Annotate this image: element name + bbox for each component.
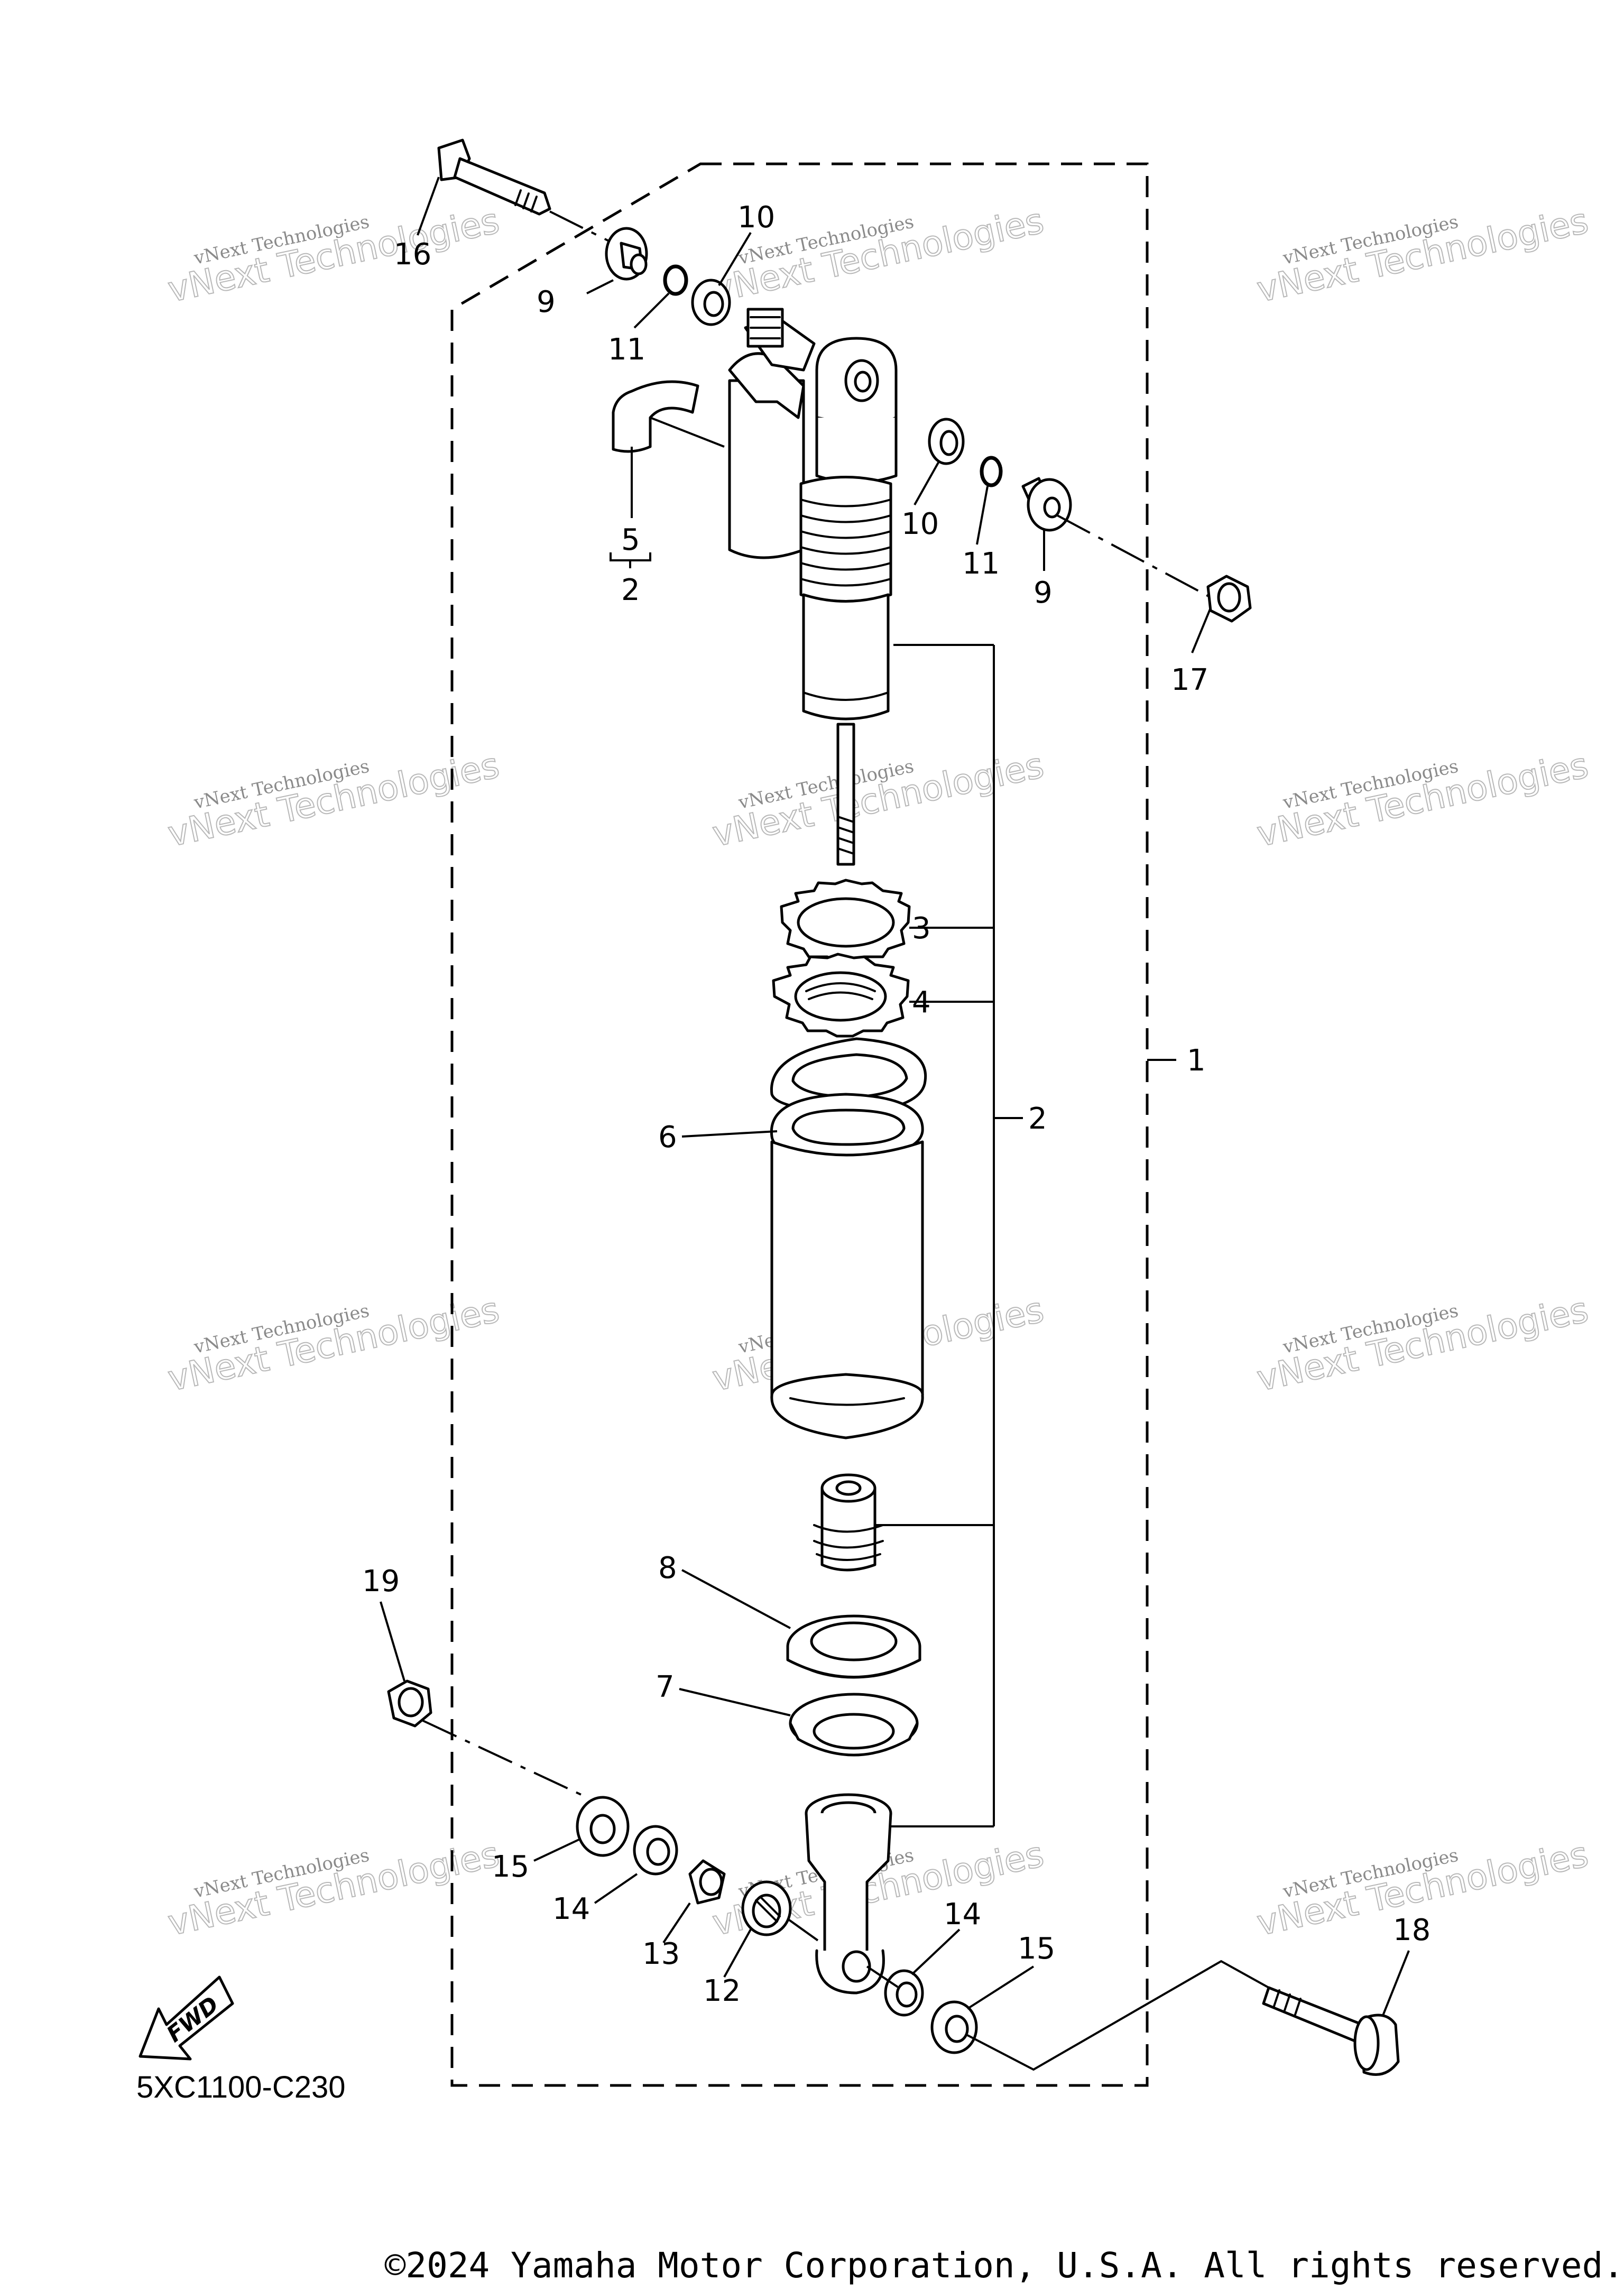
shock-spring-preload-coils bbox=[799, 476, 892, 603]
lower-eye bbox=[805, 1793, 892, 1994]
callout-2-sub: 2 bbox=[621, 573, 640, 607]
lock-ring-nut-4 bbox=[772, 953, 910, 1038]
inner-collar-13 bbox=[688, 1859, 726, 1905]
callout-5: 5 bbox=[621, 523, 640, 557]
assembly-boundary bbox=[450, 162, 1149, 2087]
fwd-arrow-icon: FWD bbox=[139, 1975, 234, 2061]
watermark: vNext Technologies vNext Technologies bbox=[1253, 744, 1592, 855]
callout-7: 7 bbox=[656, 1670, 675, 1704]
lower-nut-19 bbox=[387, 1679, 432, 1728]
bearing-12 bbox=[741, 1880, 792, 1936]
left-collar-15 bbox=[576, 1796, 630, 1857]
shock-piston-rod bbox=[836, 723, 855, 866]
shock-reservoir bbox=[728, 308, 816, 559]
callout-9: 9 bbox=[1034, 576, 1053, 610]
right-collar-15 bbox=[930, 2000, 978, 2054]
callout-17: 17 bbox=[1171, 663, 1208, 697]
callout-18: 18 bbox=[1393, 1913, 1431, 1947]
callout-10: 10 bbox=[737, 200, 775, 235]
callout-15: 15 bbox=[1018, 1932, 1055, 1966]
callout-13: 13 bbox=[642, 1937, 680, 1971]
shock-eye-top bbox=[815, 337, 898, 484]
callout-14: 14 bbox=[944, 1897, 981, 1932]
leader-lines bbox=[380, 177, 1410, 2017]
right-collar-9 bbox=[1021, 477, 1072, 532]
callout-14: 14 bbox=[552, 1892, 590, 1926]
callout-19: 19 bbox=[362, 1564, 400, 1599]
top-oring-11 bbox=[663, 264, 688, 296]
lower-bolt-path bbox=[967, 1960, 1269, 2071]
top-bushing-10 bbox=[691, 279, 731, 326]
callout-15: 15 bbox=[492, 1850, 529, 1884]
top-bolt bbox=[437, 138, 551, 216]
lower-bolt-18 bbox=[1262, 1986, 1400, 2076]
right-seal-14 bbox=[884, 1969, 924, 2017]
diagram-code: 5XC1100-C230 bbox=[136, 2070, 346, 2104]
spring-guide-7 bbox=[789, 1693, 919, 1757]
callout-3: 3 bbox=[912, 911, 931, 946]
copyright-notice: ©2024 Yamaha Motor Corporation, U.S.A. A… bbox=[384, 2245, 1624, 2286]
callout-11: 11 bbox=[962, 547, 1000, 581]
callout-11: 11 bbox=[608, 333, 645, 367]
bump-stopper bbox=[813, 1473, 884, 1572]
top-collar-9 bbox=[605, 227, 648, 281]
right-oring-11 bbox=[980, 456, 1003, 487]
watermark: vNext Technologies vNext Technologies bbox=[1253, 1289, 1592, 1400]
adjuster-ring-nut-3 bbox=[780, 879, 911, 964]
left-seal-14 bbox=[633, 1825, 678, 1876]
right-nut-17 bbox=[1206, 575, 1252, 623]
callout-2: 2 bbox=[1028, 1102, 1047, 1136]
watermark: vNext Technologies vNext Technologies bbox=[164, 200, 503, 311]
callout-4: 4 bbox=[912, 985, 931, 1020]
callouts: 16 9 10 11 5 2 10 11 9 17 3 4 2 1 6 8 7 … bbox=[362, 200, 1431, 2008]
subassembly-bracket bbox=[867, 644, 1023, 1827]
callout-6: 6 bbox=[658, 1120, 677, 1155]
spring-seat-8 bbox=[786, 1614, 921, 1679]
reservoir-band-5 bbox=[612, 380, 725, 453]
watermark: vNext Technologies vNext Technologies bbox=[708, 744, 1048, 855]
watermark: vNext Technologies vNext Technologies bbox=[1253, 200, 1592, 311]
callout-9: 9 bbox=[537, 285, 556, 319]
callout-12: 12 bbox=[703, 1974, 741, 2008]
shock-damper-body bbox=[802, 593, 890, 721]
coil-spring-6 bbox=[770, 1037, 927, 1439]
callout-1: 1 bbox=[1187, 1044, 1206, 1078]
callout-8: 8 bbox=[658, 1551, 677, 1585]
right-bushing-10 bbox=[928, 418, 965, 465]
callout-16: 16 bbox=[394, 237, 431, 272]
callout-10: 10 bbox=[901, 507, 939, 541]
